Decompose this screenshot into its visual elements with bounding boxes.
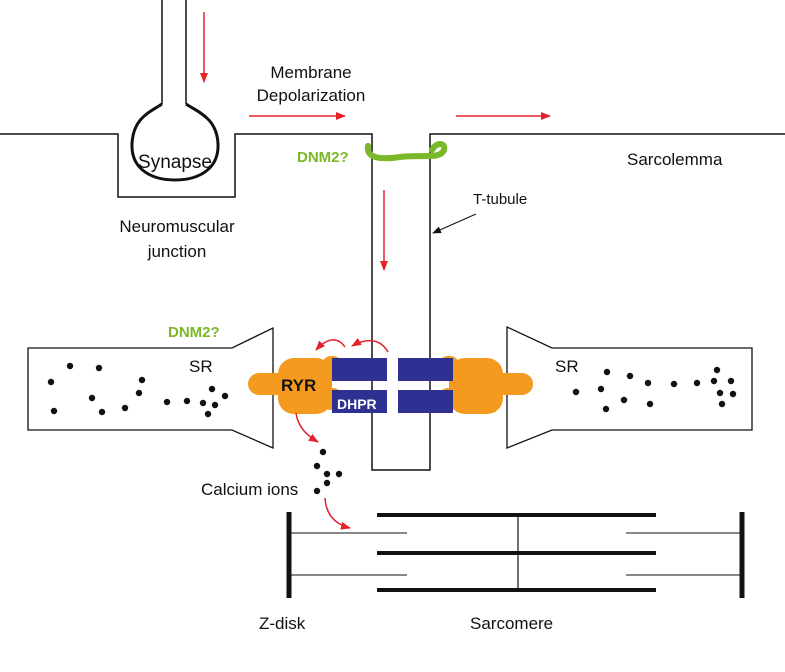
calcium-dot xyxy=(323,479,331,487)
calcium-ions-label: Calcium ions xyxy=(201,480,298,499)
calcium-dot xyxy=(47,378,55,386)
calcium-dot xyxy=(729,390,737,398)
calcium-dot xyxy=(626,372,634,380)
calcium-dot xyxy=(603,368,611,376)
calcium-dot xyxy=(710,377,718,385)
sr-right-label: SR xyxy=(555,357,579,376)
calcium-dot xyxy=(335,470,343,478)
dhpr-left xyxy=(332,358,387,413)
calcium-dot xyxy=(602,405,610,413)
t-tubule-label: T-tubule xyxy=(473,191,527,208)
sr-left-label: SR xyxy=(189,357,213,376)
dhpr-right xyxy=(398,358,453,413)
nmj-label-line2: junction xyxy=(147,242,207,261)
calcium-dot xyxy=(713,366,721,374)
calcium-dot xyxy=(727,377,735,385)
calcium-dot xyxy=(313,462,321,470)
calcium-dot xyxy=(718,400,726,408)
calcium-dot xyxy=(121,404,129,412)
calcium-dot xyxy=(620,396,628,404)
released-calcium-dots xyxy=(313,448,343,495)
calcium-dot xyxy=(572,388,580,396)
calcium-dot xyxy=(50,407,58,415)
calcium-dot xyxy=(313,487,321,495)
calcium-dot xyxy=(323,470,331,478)
ryr-label: RYR xyxy=(281,376,316,395)
calcium-to-sarcomere-arrow xyxy=(324,497,351,530)
calcium-release-arrow xyxy=(295,412,319,443)
calcium-dot xyxy=(135,389,143,397)
calcium-dot xyxy=(644,379,652,387)
calcium-dot xyxy=(88,394,96,402)
calcium-dot xyxy=(138,376,146,384)
dnm2-top-label: DNM2? xyxy=(297,149,349,166)
calcium-dot xyxy=(204,410,212,418)
depolarization-label: Depolarization xyxy=(257,86,366,105)
dhpr-to-ryr-arrow-right xyxy=(351,338,389,353)
calcium-dot xyxy=(597,385,605,393)
calcium-dot xyxy=(211,401,219,409)
sr-left-calcium-dots xyxy=(47,362,229,418)
sr-right-calcium-dots xyxy=(572,366,737,413)
calcium-dot xyxy=(221,392,229,400)
calcium-dot xyxy=(163,398,171,406)
synapse-label: Synapse xyxy=(138,152,212,173)
sarcolemma-outline xyxy=(0,133,785,471)
sr-left-outline xyxy=(27,326,274,449)
dnm2-top-ring xyxy=(364,141,448,162)
sarcomere xyxy=(286,512,745,598)
z-disk-label: Z-disk xyxy=(259,614,306,633)
calcium-dot xyxy=(95,364,103,372)
membrane-label: Membrane xyxy=(270,63,351,82)
calcium-dot xyxy=(183,397,191,405)
dhpr-label: DHPR xyxy=(337,396,377,412)
calcium-dot xyxy=(199,399,207,407)
nmj-label-line1: Neuromuscular xyxy=(119,217,235,236)
calcium-dot xyxy=(716,389,724,397)
calcium-dot xyxy=(319,448,327,456)
sr-right-outline xyxy=(506,325,753,449)
t-tubule-pointer xyxy=(432,213,477,234)
sarcolemma-label: Sarcolemma xyxy=(627,150,723,169)
calcium-dot xyxy=(693,379,701,387)
calcium-dot xyxy=(66,362,74,370)
calcium-dot xyxy=(646,400,654,408)
calcium-dot xyxy=(98,408,106,416)
calcium-dot xyxy=(670,380,678,388)
sarcomere-label: Sarcomere xyxy=(470,614,553,633)
ryr-right xyxy=(439,356,533,414)
dhpr-to-ryr-arrow-left xyxy=(315,339,346,351)
dnm2-mid-label: DNM2? xyxy=(168,324,220,341)
synapse-bulb xyxy=(130,102,220,182)
calcium-dot xyxy=(208,385,216,393)
